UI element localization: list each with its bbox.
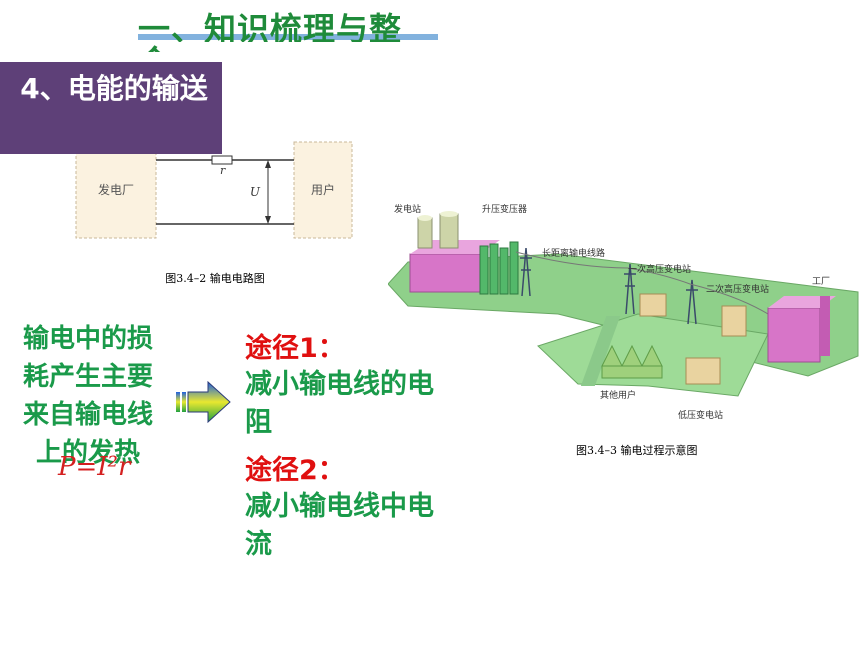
label-factory: 工厂	[812, 276, 830, 287]
route-2-line-2: 流	[245, 529, 272, 560]
resistor	[211, 155, 233, 165]
circuit-diagram: 发电厂 用户 I r U 图3.4–2 输电电路图	[75, 141, 353, 285]
other-users-houses	[601, 344, 663, 379]
low-voltage-substation	[685, 357, 721, 385]
pylon-2	[624, 263, 636, 315]
loss-line-1: 输电中的损	[22, 324, 153, 354]
step-up-transformer	[479, 241, 519, 295]
user-label: 用户	[311, 182, 335, 197]
label-step-up: 升压变压器	[482, 203, 527, 215]
user-box	[293, 141, 353, 239]
loss-line-3: 来自输电线	[22, 400, 153, 430]
label-other-users: 其他用户	[600, 389, 636, 401]
loss-line-4: 上的发热	[35, 438, 140, 468]
circuit-caption: 图3.4–2 输电电路图	[165, 271, 265, 285]
label-station: 发电站	[394, 203, 421, 215]
route-2-label: 途径2：	[245, 455, 345, 486]
arrow-right-icon	[176, 380, 231, 424]
route-1-label: 途径1：	[245, 333, 345, 364]
route-2-line-1: 减小输电线中电	[245, 491, 434, 522]
label-secondary-sub: 二次高压变电站	[706, 283, 769, 295]
loss-explanation: 输电中的损 耗产生主要 来自输电线 上的发热	[2, 320, 174, 472]
primary-substation	[639, 293, 667, 317]
heat-loss-formula: P=I²r	[58, 452, 131, 482]
transmission-scene: 发电站 升压变压器 长距离输电线路 一次高压变电站 二次高压变电站 工厂 其他用…	[388, 203, 859, 457]
label-primary-sub: 一次高压变电站	[628, 263, 691, 275]
route-2-text: 减小输电线中电 流	[245, 488, 485, 564]
route-1-line-2: 阻	[245, 407, 272, 438]
pylon-1	[520, 247, 532, 297]
power-plant-label: 发电厂	[98, 182, 134, 197]
pylon-3	[686, 279, 698, 325]
voltage-label: U	[250, 185, 261, 199]
secondary-substation	[721, 305, 747, 337]
page-title: 一、知识梳理与整 合	[138, 4, 402, 52]
label-long-line: 长距离输电线路	[542, 247, 605, 259]
page-title-line2: 合	[138, 42, 402, 52]
page-title-line1: 一、知识梳理与整	[138, 10, 403, 42]
title-underline	[138, 34, 438, 40]
label-low-sub: 低压变电站	[678, 409, 723, 421]
scene-caption: 图3.4–3 输电过程示意图	[576, 443, 698, 457]
resistor-label: r	[220, 164, 226, 177]
route-1-line-1: 减小输电线的电	[245, 369, 434, 400]
factory	[767, 307, 821, 363]
power-plant-box	[75, 141, 157, 239]
loss-line-2: 耗产生主要	[22, 362, 153, 392]
section-heading: 4、电能的输送	[0, 62, 222, 154]
power-station	[409, 253, 481, 293]
route-1-text: 减小输电线的电 阻	[245, 366, 485, 442]
